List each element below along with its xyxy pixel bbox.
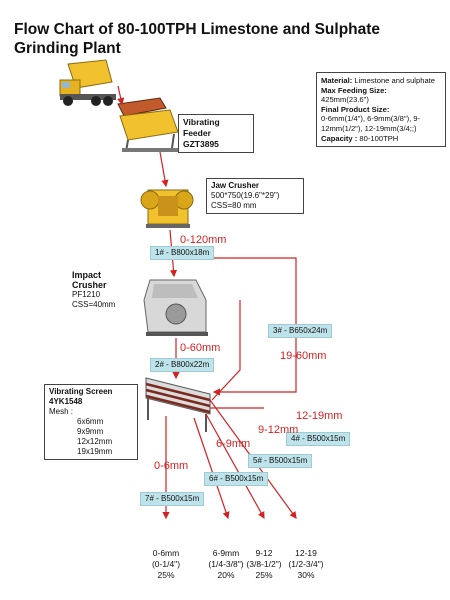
impact-crusher-name: Impact Crusher — [72, 270, 107, 290]
material-value: Limestone and sulphate — [354, 76, 435, 85]
final-size-label: Final Product Size: — [321, 104, 390, 114]
impact-crusher-image — [143, 279, 208, 336]
output-size: 0-6mm — [152, 548, 180, 558]
output-size-inch: (1/2-3/4") — [288, 559, 324, 569]
output-size: 6-9mm — [212, 548, 240, 558]
spec-box: Material: Limestone and sulphate Max Fee… — [316, 72, 446, 148]
dump-truck-image — [59, 59, 116, 106]
belt-conveyor-label: 6# - B500x15m — [204, 472, 269, 486]
output-size-inch: (1/4-3/8") — [208, 559, 244, 569]
flow-size-label: 12-19mm — [296, 410, 343, 422]
output-size: 12-19 — [295, 548, 317, 558]
mesh-label: Mesh : — [49, 407, 74, 416]
jaw-crusher-image — [140, 189, 194, 228]
jaw-crusher-css: CSS=80 mm — [211, 201, 257, 210]
feed-size-value: 425mm(23.6") — [321, 95, 369, 105]
jaw-crusher-label: Jaw Crusher 500*750(19.6"*29") CSS=80 mm — [206, 178, 304, 214]
output-product: 6-9mm (1/4-3/8") 20% — [196, 548, 256, 581]
vibrating-screen-label: Vibrating Screen 4YK1548 Mesh : 6x6mm 9x… — [44, 384, 138, 460]
jaw-crusher-size: 500*750(19.6"*29") — [211, 191, 280, 200]
output-percent: 25% — [255, 570, 273, 580]
belt-conveyor-label: 4# - B500x15m — [286, 432, 351, 446]
mesh-size: 12x12mm — [77, 437, 113, 446]
capacity-label: Capacity : — [321, 133, 358, 143]
vibrating-feeder-label: Vibrating Feeder GZT3895 — [178, 114, 254, 153]
vibrating-feeder-model: GZT3895 — [183, 139, 219, 149]
vibrating-screen-name: Vibrating Screen — [49, 387, 113, 396]
output-percent: 30% — [297, 570, 315, 580]
mesh-size: 9x9mm — [77, 427, 104, 436]
mesh-size: 19x19mm — [77, 447, 113, 456]
output-percent: 25% — [157, 570, 175, 580]
mesh-size: 6x6mm — [77, 417, 104, 426]
impact-crusher-label: Impact Crusher PF1210 CSS=40mm — [72, 270, 132, 310]
belt-conveyor-label: 3# - B650x24m — [268, 324, 333, 338]
final-size-value: 0-6mm(1/4"), 6-9mm(3/8"), 9-12mm(1/2"), … — [321, 114, 421, 133]
feed-size-label: Max Feeding Size: — [321, 85, 387, 95]
impact-crusher-model: PF1210 — [72, 290, 101, 299]
flow-size-label: 19-60mm — [280, 350, 327, 362]
impact-crusher-css: CSS=40mm — [72, 300, 116, 309]
material-label: Material: — [321, 76, 353, 85]
output-product: 12-19 (1/2-3/4") 30% — [276, 548, 336, 581]
flow-size-label: 0-120mm — [180, 234, 227, 246]
vibrating-screen-image — [145, 377, 211, 432]
flow-size-label: 9-12mm — [258, 424, 299, 436]
vibrating-feeder-image — [117, 97, 180, 153]
output-product: 9-12 (3/8-1/2") 25% — [234, 548, 294, 581]
output-size-inch: (0-1/4") — [151, 559, 181, 569]
flow-size-label: 0-6mm — [154, 460, 189, 472]
belt-conveyor-label: 7# - B500x15m — [140, 492, 205, 506]
output-percent: 20% — [217, 570, 235, 580]
belt-conveyor-label: 1# - B800x18m — [150, 246, 215, 260]
belt-conveyor-label: 5# - B500x15m — [248, 454, 313, 468]
capacity-value: 80-100TPH — [359, 133, 399, 143]
flow-size-label: 0-60mm — [180, 342, 221, 354]
flow-size-label: 6-9mm — [216, 438, 251, 450]
belt-conveyor-label: 2# - B800x22m — [150, 358, 215, 372]
vibrating-screen-model: 4YK1548 — [49, 397, 83, 406]
output-product: 0-6mm (0-1/4") 25% — [136, 548, 196, 581]
page-title: Flow Chart of 80-100TPH Limestone and Su… — [14, 21, 381, 57]
output-size: 9-12 — [255, 548, 273, 558]
vibrating-feeder-name: Vibrating Feeder — [183, 117, 220, 138]
jaw-crusher-name: Jaw Crusher — [211, 181, 260, 190]
output-size-inch: (3/8-1/2") — [246, 559, 282, 569]
